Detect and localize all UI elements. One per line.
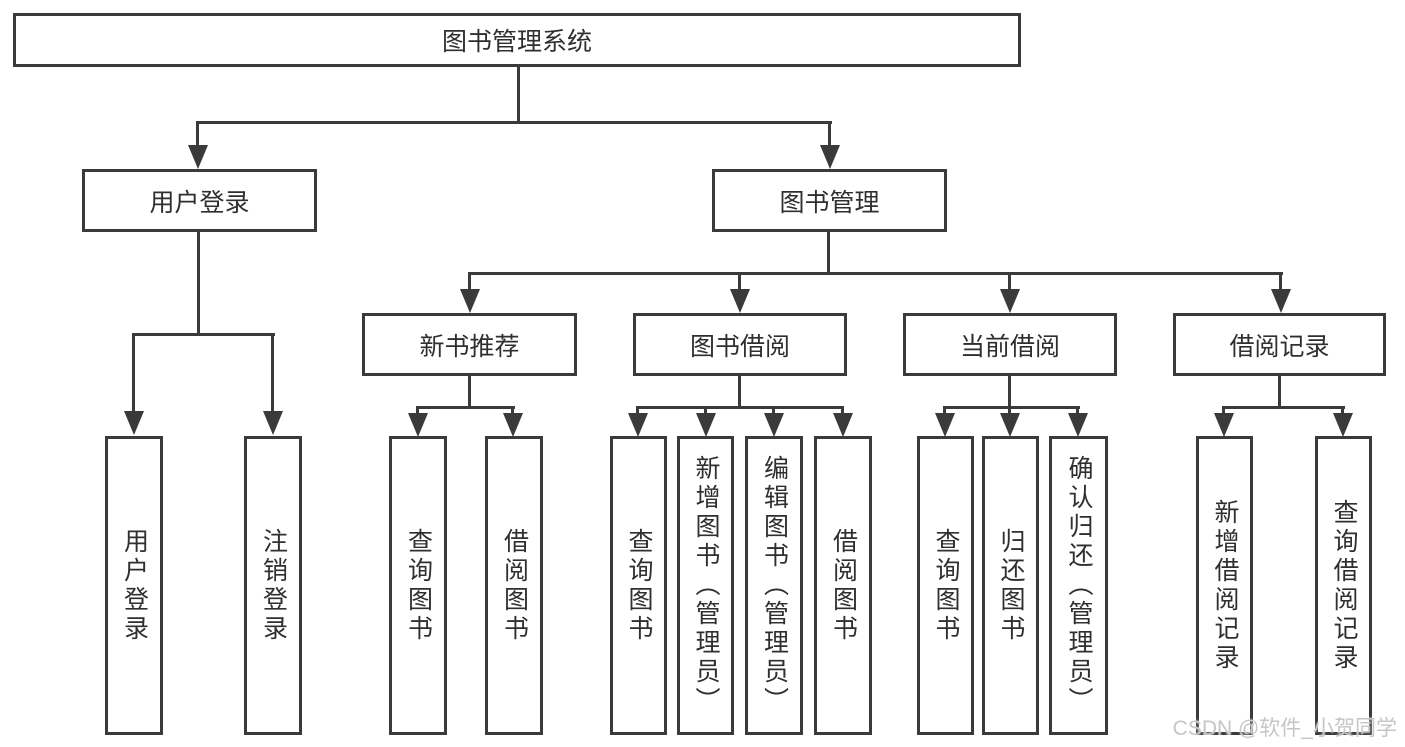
connector-line bbox=[416, 406, 515, 409]
connector-line bbox=[271, 333, 274, 411]
connector-arrowhead bbox=[1333, 413, 1353, 437]
connector-line bbox=[828, 121, 831, 145]
connector-line bbox=[841, 406, 844, 413]
node-new-book-recommend: 新书推荐 bbox=[362, 313, 577, 376]
connector-arrowhead bbox=[263, 411, 283, 435]
node-book-management: 图书管理 bbox=[712, 169, 947, 232]
node-book-borrowing: 图书借阅 bbox=[633, 313, 847, 376]
connector-arrowhead bbox=[408, 413, 428, 437]
connector-arrowhead bbox=[696, 413, 716, 437]
node-label: 注销登录 bbox=[259, 527, 288, 644]
node-borrowing-records: 借阅记录 bbox=[1173, 313, 1386, 376]
connector-line bbox=[772, 406, 775, 413]
node-label: 当前借阅 bbox=[959, 332, 1060, 361]
node-label: 用户登录 bbox=[149, 188, 250, 217]
node-current-borrowing: 当前借阅 bbox=[903, 313, 1117, 376]
leaf-query-books-borrowing: 查询图书 bbox=[610, 436, 667, 735]
leaf-confirm-return-admin: 确认归还（管理员） bbox=[1049, 436, 1108, 735]
leaf-logout: 注销登录 bbox=[244, 436, 302, 735]
connector-line bbox=[416, 406, 419, 413]
watermark-text: CSDN @软件_小贺同学 bbox=[1172, 717, 1397, 740]
connector-line bbox=[197, 232, 200, 336]
leaf-borrow-books-borrowing: 借阅图书 bbox=[814, 436, 872, 735]
connector-line bbox=[1279, 272, 1282, 289]
connector-arrowhead bbox=[1271, 289, 1291, 313]
connector-line bbox=[704, 406, 707, 413]
node-label: 归还图书 bbox=[997, 527, 1025, 644]
node-label: 借阅图书 bbox=[829, 527, 858, 644]
connector-line bbox=[196, 121, 199, 145]
connector-line bbox=[468, 272, 471, 289]
connector-line bbox=[132, 333, 135, 411]
connector-line bbox=[468, 272, 1283, 275]
leaf-query-books-recommend: 查询图书 bbox=[389, 436, 447, 735]
node-label: 用户登录 bbox=[120, 527, 149, 644]
connector-line bbox=[636, 406, 844, 409]
connector-arrowhead bbox=[628, 413, 648, 437]
connector-line bbox=[196, 121, 832, 124]
node-library-management-system: 图书管理系统 bbox=[13, 13, 1021, 67]
connector-line bbox=[1008, 406, 1011, 413]
connector-line bbox=[1222, 406, 1345, 409]
node-label: 编辑图书（管理员） bbox=[760, 455, 789, 716]
connector-line bbox=[1076, 406, 1079, 413]
leaf-add-books-admin: 新增图书（管理员） bbox=[677, 436, 734, 735]
connector-line bbox=[1341, 406, 1344, 413]
connector-arrowhead bbox=[764, 413, 784, 437]
connector-line bbox=[517, 67, 520, 124]
node-label: 查询图书 bbox=[932, 527, 960, 644]
node-label: 图书管理 bbox=[779, 188, 880, 217]
connector-line bbox=[827, 232, 830, 275]
node-label: 查询图书 bbox=[404, 527, 433, 644]
connector-arrowhead bbox=[1000, 413, 1020, 437]
connector-arrowhead bbox=[833, 413, 853, 437]
leaf-user-login: 用户登录 bbox=[105, 436, 163, 735]
connector-line bbox=[1008, 272, 1011, 289]
node-label: 新书推荐 bbox=[419, 332, 520, 361]
connector-arrowhead bbox=[935, 413, 955, 437]
connector-arrowhead bbox=[503, 413, 523, 437]
leaf-return-books: 归还图书 bbox=[982, 436, 1039, 735]
leaf-borrow-books-recommend: 借阅图书 bbox=[485, 436, 543, 735]
connector-arrowhead bbox=[124, 411, 144, 435]
node-label: 确认归还（管理员） bbox=[1065, 455, 1093, 716]
connector-line bbox=[1008, 376, 1011, 409]
connector-line bbox=[738, 272, 741, 289]
connector-line bbox=[1222, 406, 1225, 413]
connector-arrowhead bbox=[460, 289, 480, 313]
node-label: 查询借阅记录 bbox=[1330, 498, 1358, 673]
leaf-add-borrow-record: 新增借阅记录 bbox=[1196, 436, 1253, 735]
connector-arrowhead bbox=[1000, 289, 1020, 313]
connector-line bbox=[943, 406, 1080, 409]
node-label: 查询图书 bbox=[625, 527, 653, 644]
node-label: 新增借阅记录 bbox=[1211, 498, 1239, 673]
connector-line bbox=[511, 406, 514, 413]
node-label: 借阅记录 bbox=[1229, 332, 1330, 361]
connector-arrowhead bbox=[1068, 413, 1088, 437]
node-user-login: 用户登录 bbox=[82, 169, 317, 232]
node-label: 图书管理系统 bbox=[441, 28, 592, 56]
connector-line bbox=[1278, 376, 1281, 409]
leaf-query-books-current: 查询图书 bbox=[917, 436, 974, 735]
connector-line bbox=[738, 376, 741, 409]
connector-line bbox=[636, 406, 639, 413]
node-label: 图书借阅 bbox=[689, 332, 790, 361]
connector-line bbox=[132, 333, 275, 336]
node-label: 新增图书（管理员） bbox=[692, 455, 720, 716]
leaf-edit-books-admin: 编辑图书（管理员） bbox=[745, 436, 803, 735]
connector-line bbox=[468, 376, 471, 409]
connector-arrowhead bbox=[820, 145, 840, 169]
leaf-query-borrow-record: 查询借阅记录 bbox=[1315, 436, 1372, 735]
connector-arrowhead bbox=[730, 289, 750, 313]
connector-arrowhead bbox=[1214, 413, 1234, 437]
node-label: 借阅图书 bbox=[500, 527, 529, 644]
connector-arrowhead bbox=[188, 145, 208, 169]
connector-line bbox=[943, 406, 946, 413]
